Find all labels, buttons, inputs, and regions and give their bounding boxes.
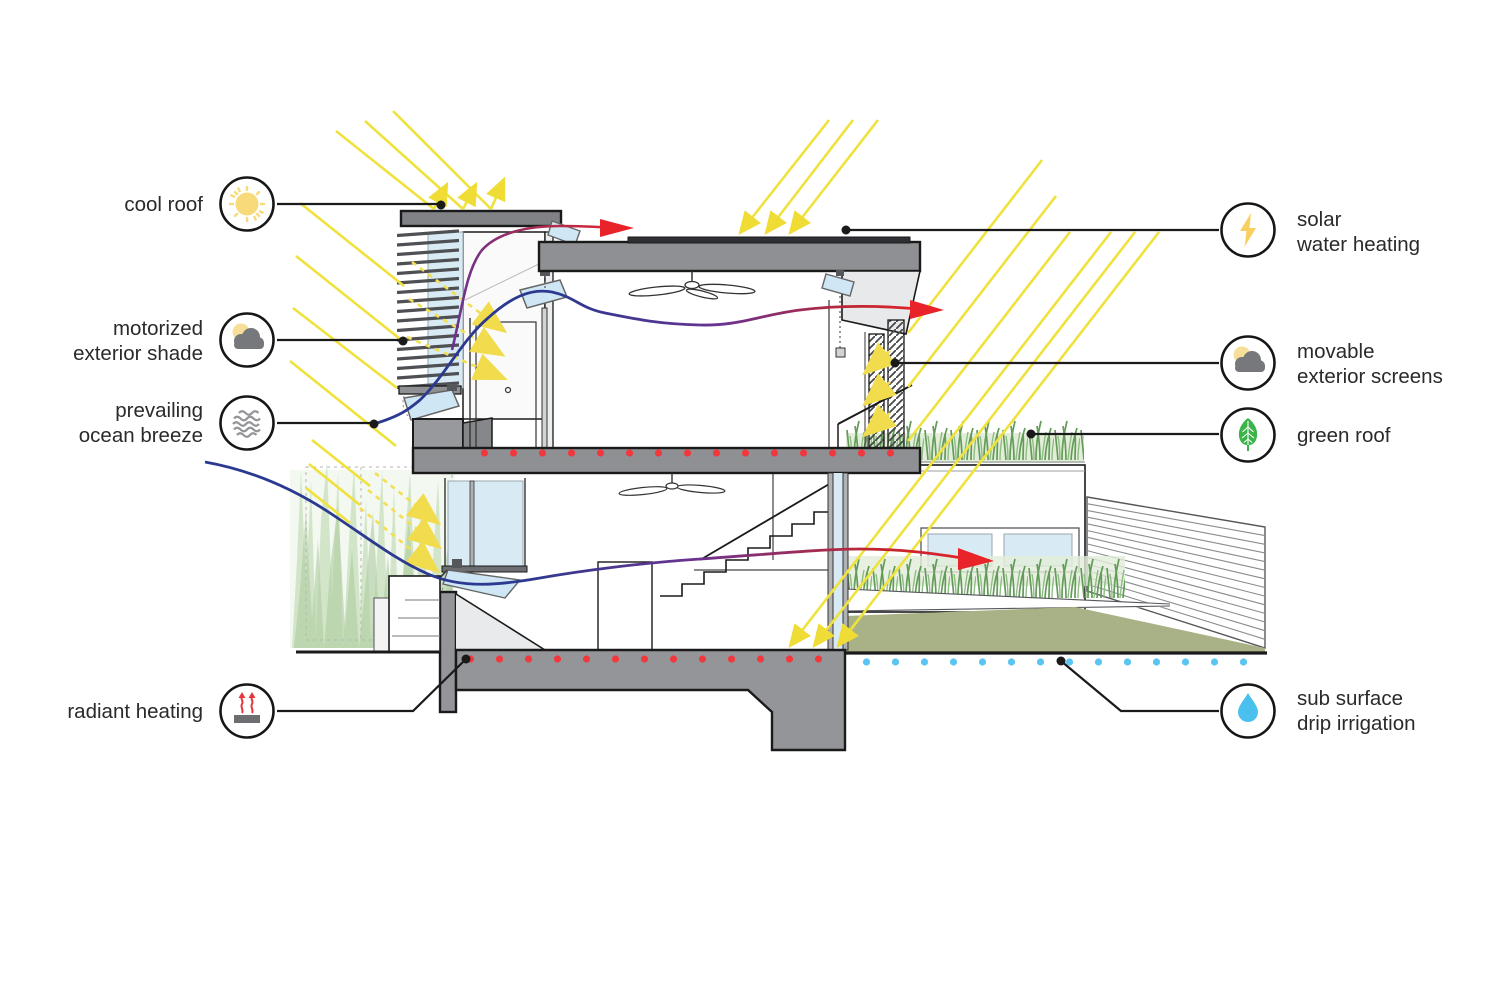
slatted-fence — [1086, 496, 1266, 649]
sun-behind-cloud-icon — [219, 312, 275, 368]
callout-label-sub-surface-drip-irrigation: sub surface drip irrigation — [1297, 687, 1416, 735]
callout-label-radiant-heating: radiant heating — [67, 700, 203, 723]
clerestory-vent-window — [821, 273, 855, 297]
ground-slab — [454, 648, 847, 752]
lawn — [845, 607, 1265, 652]
cool-roof-slab — [399, 209, 563, 228]
callout-label-solar-water-heating: solar water heating — [1297, 208, 1421, 256]
foundation-wall — [438, 590, 458, 714]
callout-label-prevailing-ocean-breeze: prevailing ocean breeze — [78, 399, 203, 447]
callout-label-green-roof: green roof — [1297, 424, 1391, 447]
heat-exit-arrow-garden — [958, 548, 994, 570]
callout-label-motorized-exterior-shade: motorized exterior shade — [73, 317, 203, 365]
ceiling-fan-upper — [628, 271, 756, 300]
sun-behind-cloud-icon — [1220, 335, 1276, 391]
awning-window-lower — [403, 389, 461, 421]
leader-radiant-heating — [277, 658, 467, 713]
mid-floor-slab — [411, 446, 922, 475]
radiant-floor-icon — [219, 683, 275, 739]
solar-water-heating-panel — [627, 236, 911, 244]
heat-exit-arrow-right — [910, 300, 944, 319]
leader-drip-irrigation — [1060, 660, 1219, 713]
lower-level — [296, 472, 849, 752]
leaf-icon — [1220, 407, 1276, 463]
stack-exhaust-path — [450, 224, 617, 351]
radiant-heating-dots-lower — [456, 652, 838, 666]
ceiling-fan-lower — [618, 473, 726, 496]
lower-breeze-path — [204, 460, 963, 586]
water-drop-icon — [1220, 683, 1276, 739]
callout-label-movable-exterior-screens: movable exterior screens — [1297, 340, 1443, 388]
staircase — [597, 473, 837, 651]
breeze-waves-icon — [219, 395, 275, 451]
exterior-steps — [388, 575, 441, 653]
callout-label-cool-roof: cool roof — [124, 193, 203, 216]
airflow-curves — [204, 219, 994, 586]
lightning-bolt-icon — [1220, 202, 1276, 258]
radiant-heating-dots-upper — [470, 446, 910, 460]
upper-breeze-path — [373, 289, 929, 426]
sun-icon — [219, 176, 275, 232]
main-roof — [537, 236, 922, 358]
heat-exit-arrow-top — [600, 219, 634, 237]
grade-and-irrigation — [845, 651, 1267, 666]
leader-lines — [277, 200, 1219, 713]
